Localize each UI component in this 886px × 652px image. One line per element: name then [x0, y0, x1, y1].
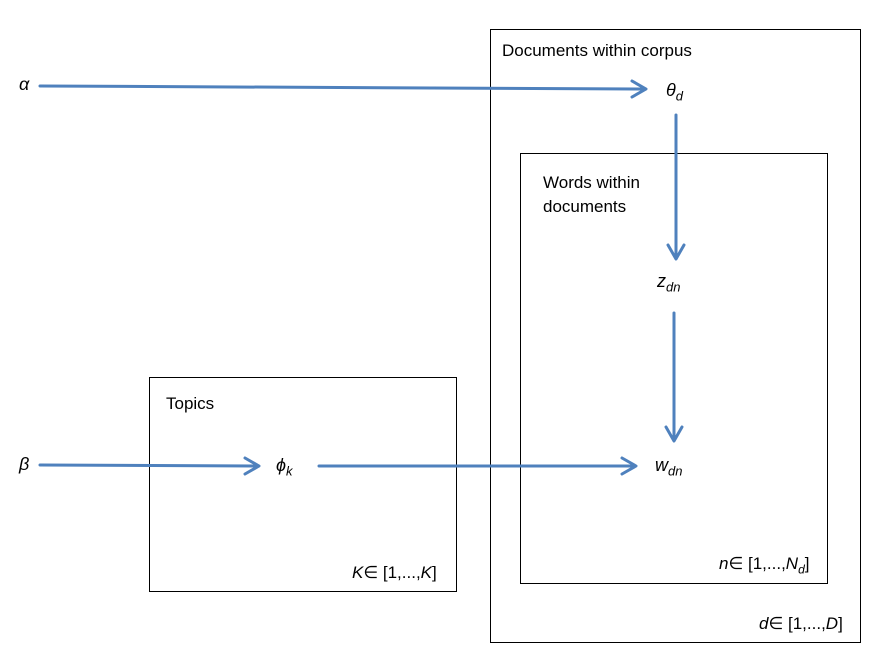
arrowhead-z-w [664, 425, 684, 443]
z-sub: dn [666, 279, 681, 295]
theta-symbol: θ [666, 80, 676, 100]
topics-range-end: K [420, 563, 433, 582]
words-range-close: ] [804, 554, 810, 573]
theta-node: θd [666, 80, 683, 104]
documents-plate-title: Documents within corpus [502, 41, 692, 60]
documents-range-var: d [759, 614, 769, 633]
words-plate-title: Words within documents [543, 171, 640, 219]
words-range-end: N [785, 554, 799, 573]
phi-node: ϕk [276, 455, 293, 479]
documents-range-end: D [825, 614, 839, 633]
arrow-beta-phi [38, 463, 260, 468]
words-plate-range: n∈ [1,...,Nd] [719, 554, 810, 576]
documents-range-close: ] [838, 614, 843, 633]
phi-symbol: ϕ [276, 455, 287, 475]
words-range-sub: d [798, 562, 805, 577]
topics-range-close: ] [432, 563, 437, 582]
z-symbol: z [657, 271, 666, 291]
words-plate-title-line2: documents [543, 197, 627, 216]
arrow-alpha-theta [38, 84, 647, 91]
arrowhead-alpha-theta [630, 79, 648, 99]
words-range-text: ∈ [1,..., [728, 554, 786, 573]
topics-plate-range: K∈ [1,...,K] [352, 563, 437, 583]
arrowhead-theta-z [666, 243, 686, 261]
documents-range-text: ∈ [1,..., [768, 614, 826, 633]
documents-plate-range: d∈ [1,...,D] [759, 614, 843, 634]
topics-plate-title: Topics [166, 394, 215, 413]
theta-sub: d [675, 88, 683, 104]
words-plate [520, 153, 828, 584]
topics-range-var: K [352, 563, 364, 582]
topics-plate [149, 377, 457, 592]
topics-range-text: ∈ [1,..., [363, 563, 421, 582]
arrowhead-beta-phi [243, 456, 261, 476]
phi-sub: k [286, 463, 293, 479]
words-plate-title-line1: Words within [543, 173, 640, 192]
w-sub: dn [668, 463, 683, 479]
beta-node: β [19, 454, 30, 474]
z-node: zdn [657, 271, 680, 295]
documents-plate [490, 29, 861, 643]
w-symbol: w [655, 455, 668, 475]
w-node: wdn [655, 455, 682, 479]
words-range-var: n [719, 554, 729, 573]
alpha-node: α [19, 74, 30, 94]
arrowhead-phi-w [620, 456, 638, 476]
